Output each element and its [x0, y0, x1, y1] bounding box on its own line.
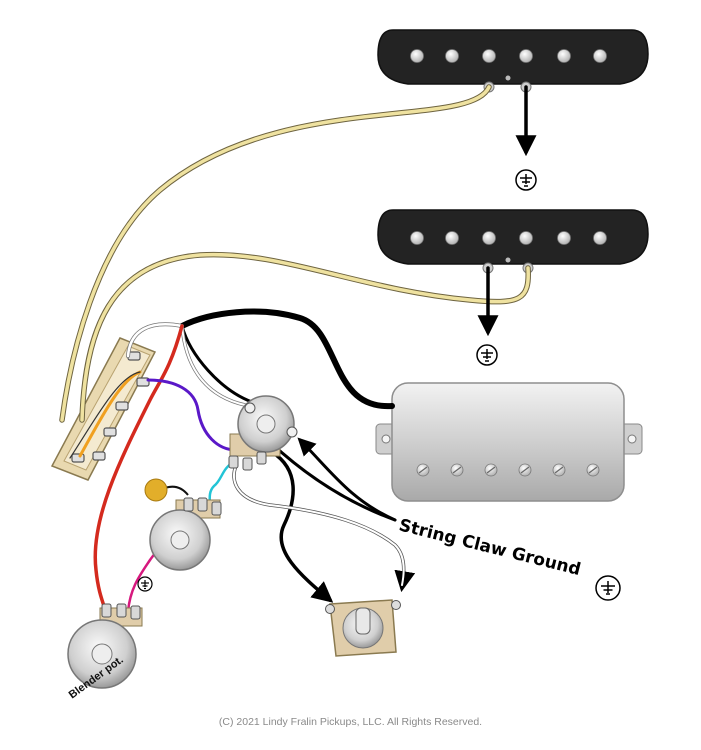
blender-pot: Blender pot.: [67, 603, 143, 701]
tone-pot: [144, 478, 222, 571]
middle-single-coil-pickup: [377, 209, 649, 274]
ground-symbol-icon: [595, 575, 621, 601]
neck-single-coil-pickup: [377, 29, 649, 93]
ground-symbol-icon: [137, 576, 153, 592]
string-claw-arrow-down: [268, 440, 397, 522]
orange-jumper-wire: [78, 370, 142, 458]
ground-symbol-icon: [476, 344, 498, 366]
string-claw-ground-label: String Claw Ground: [397, 515, 583, 580]
humbucker-black-wire: [179, 308, 395, 410]
output-jack: [325, 599, 401, 657]
capacitor: [144, 478, 168, 502]
red-wire: [93, 324, 184, 614]
five-way-switch: [50, 337, 157, 481]
jack-ground-wire: [232, 464, 416, 593]
purple-wire: [146, 378, 238, 452]
jack-hot-wire: [270, 450, 334, 603]
pole-pieces: [410, 49, 607, 63]
humbucker-pickup: [375, 382, 643, 502]
pole-pieces: [410, 231, 607, 245]
copyright-notice: (C) 2021 Lindy Fralin Pickups, LLC. All …: [218, 716, 483, 728]
ground-symbol-icon: [515, 169, 537, 191]
volume-pot: [228, 395, 298, 471]
wires: [59, 84, 537, 614]
